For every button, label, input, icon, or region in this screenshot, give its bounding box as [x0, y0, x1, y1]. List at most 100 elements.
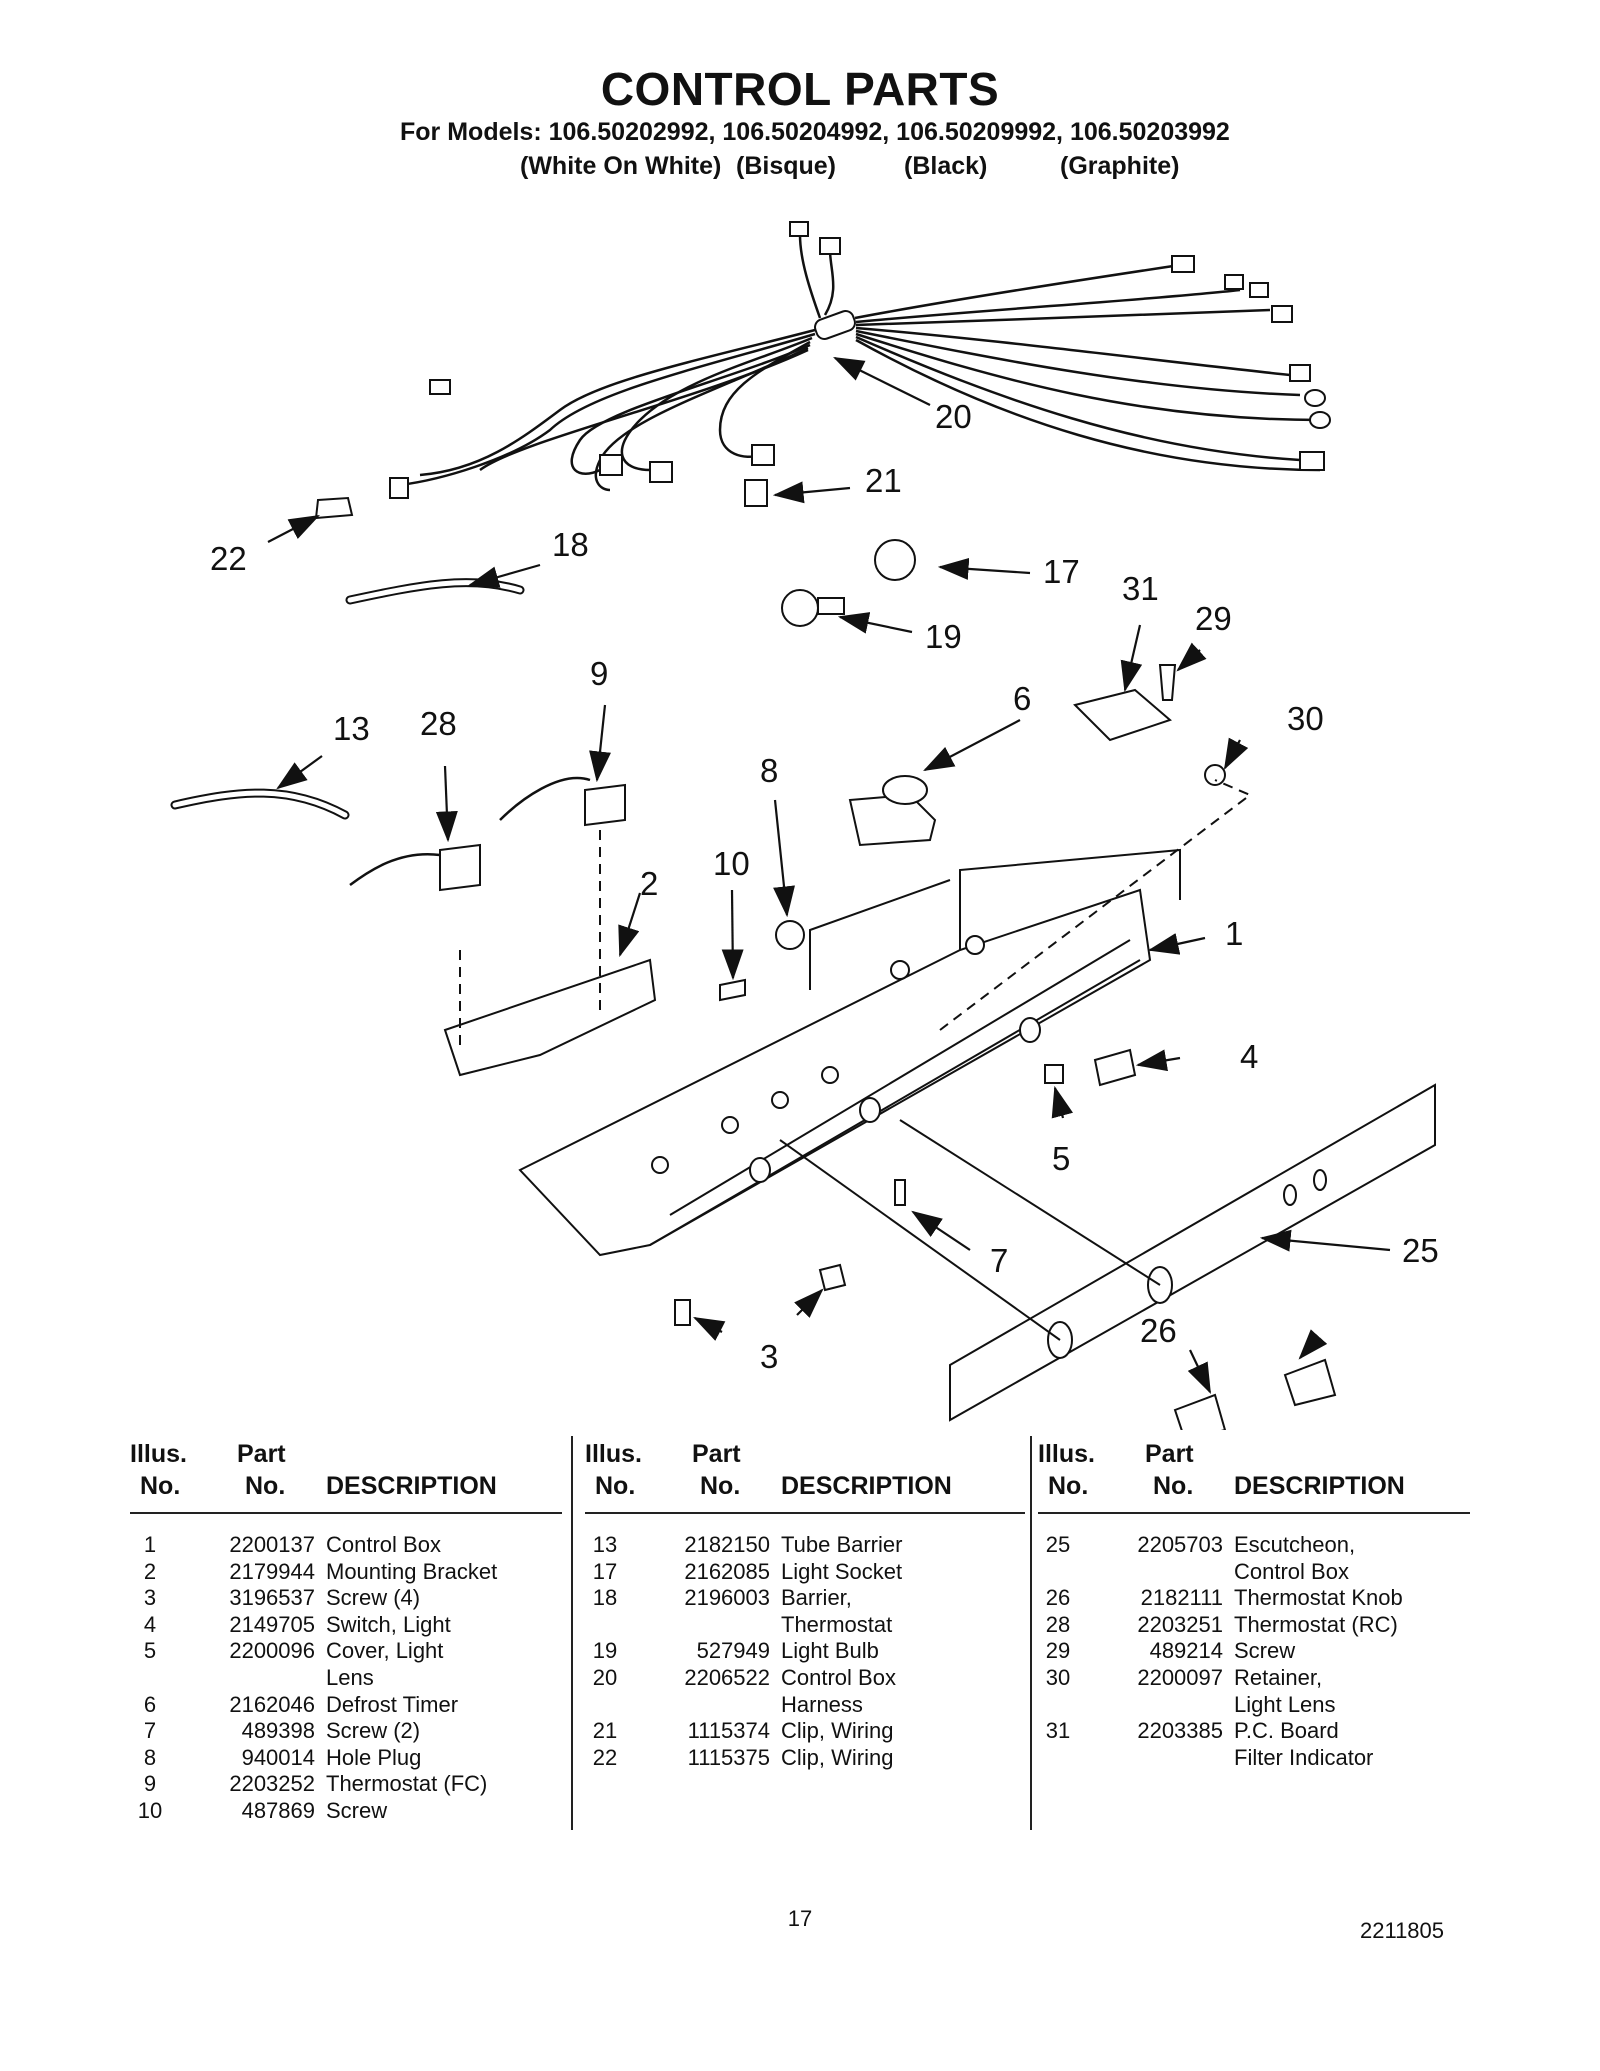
thermostat-knob-a — [1173, 1393, 1227, 1430]
illus-number: 10 — [137, 1797, 163, 1823]
part-number: 2149705 — [229, 1611, 315, 1637]
part-description: Control Box — [326, 1532, 441, 1557]
callout-13: 13 — [333, 710, 370, 747]
table-header: Illus. No. Part No. DESCRIPTION — [1038, 1440, 1470, 1514]
variant-bisque: (Bisque) — [736, 152, 836, 180]
thermostat-knob-b — [1283, 1358, 1337, 1407]
part-description: Filter Indicator — [1234, 1744, 1374, 1770]
part-number: 489398 — [241, 1718, 315, 1744]
part-number: 3196537 — [229, 1585, 315, 1611]
table-header: Illus. No. Part No. DESCRIPTION — [130, 1440, 562, 1514]
part-description: Clip, Wiring — [781, 1744, 894, 1770]
part-description: Tube Barrier — [781, 1532, 903, 1557]
part-number: 1115375 — [687, 1744, 770, 1770]
part-number: 527949 — [696, 1638, 770, 1664]
callout-31: 31 — [1122, 570, 1159, 607]
part-number: 2182111 — [1140, 1585, 1223, 1611]
part-description: Escutcheon, — [1234, 1532, 1356, 1557]
illus-number: 22 — [592, 1744, 618, 1770]
illus-number: 5 — [143, 1638, 157, 1664]
part-description: Thermostat (FC) — [326, 1771, 488, 1797]
table-row: 7 489398 Screw (2) — [130, 1718, 562, 1745]
document-number: 2211805 — [1360, 1918, 1445, 1943]
illus-number: 20 — [592, 1664, 618, 1690]
part-number: 2182150 — [684, 1532, 770, 1557]
illus-number: 28 — [1045, 1611, 1071, 1637]
callout-26: 26 — [1140, 1312, 1177, 1349]
part-number: 487869 — [241, 1797, 315, 1823]
illus-number: 7 — [143, 1718, 157, 1744]
illus-number: 2 — [143, 1558, 157, 1584]
retainer-light-lens — [1204, 764, 1226, 786]
part-description: P.C. Board — [1234, 1718, 1339, 1744]
part-description: Screw (4) — [326, 1585, 421, 1611]
part-number: 2205703 — [1137, 1532, 1223, 1557]
callout-4: 4 — [1240, 1038, 1258, 1075]
callout-28: 28 — [420, 705, 457, 742]
table-row: Light Lens — [1038, 1692, 1470, 1719]
part-description: Harness — [781, 1691, 863, 1717]
illus-number: 21 — [592, 1718, 618, 1744]
control-box — [518, 848, 1181, 1257]
part-description: Lens — [326, 1664, 374, 1690]
callout-3: 3 — [760, 1338, 778, 1375]
part-description: Hole Plug — [326, 1744, 422, 1770]
callout-1: 1 — [1225, 915, 1243, 952]
screw-7 — [894, 1179, 906, 1206]
table-row: 21 1115374 Clip, Wiring — [585, 1718, 1025, 1745]
part-number: 2203385 — [1137, 1718, 1223, 1744]
models-line: For Models: 106.50202992, 106.50204992, … — [400, 118, 1230, 146]
part-description: Light Bulb — [781, 1638, 879, 1664]
screw-3-b — [818, 1263, 847, 1292]
callout-18: 18 — [552, 526, 589, 563]
screw-10 — [719, 978, 746, 1002]
part-number: 2200096 — [229, 1638, 315, 1664]
table-row: Filter Indicator — [1038, 1745, 1470, 1772]
part-description: Light Socket — [781, 1558, 903, 1584]
part-description: Cover, Light — [326, 1638, 444, 1664]
table-row: Lens — [130, 1665, 562, 1692]
part-description: Defrost Timer — [326, 1691, 459, 1717]
variant-white: (White On White) — [520, 152, 722, 180]
escutcheon-control-box — [949, 1083, 1436, 1422]
part-number: 1115374 — [687, 1718, 770, 1744]
illus-number: 19 — [592, 1638, 618, 1664]
callout-2: 2 — [640, 865, 658, 902]
table-row: Harness — [585, 1692, 1025, 1719]
part-description: Control Box — [781, 1664, 896, 1690]
table-header: Illus. No. Part No. DESCRIPTION — [585, 1440, 1025, 1514]
part-description: Clip, Wiring — [781, 1718, 894, 1744]
part-description: Thermostat (RC) — [1234, 1611, 1398, 1637]
table-row: 20 2206522 Control Box — [585, 1665, 1025, 1692]
illus-number: 29 — [1045, 1638, 1071, 1664]
part-number: 2179944 — [229, 1558, 315, 1584]
screw-29 — [1158, 664, 1177, 701]
part-description: Switch, Light — [326, 1611, 451, 1637]
thermostat-rc — [439, 843, 481, 892]
part-description: Screw (2) — [326, 1718, 421, 1744]
mounting-bracket — [443, 958, 657, 1077]
callout-30: 30 — [1287, 700, 1324, 737]
illus-number: 8 — [143, 1744, 157, 1770]
callout-8: 8 — [760, 752, 778, 789]
part-description: Thermostat Knob — [1234, 1585, 1403, 1611]
part-number: 2206522 — [684, 1664, 770, 1690]
light-lens-cover — [1044, 1064, 1064, 1084]
callout-29: 29 — [1195, 600, 1232, 637]
exploded-parts-diagram: 20 21 22 18 17 31 29 19 9 6 30 13 28 8 2… — [170, 221, 1439, 1430]
part-description: Screw — [1234, 1638, 1296, 1664]
callout-20: 20 — [935, 398, 972, 435]
callout-21: 21 — [865, 462, 902, 499]
